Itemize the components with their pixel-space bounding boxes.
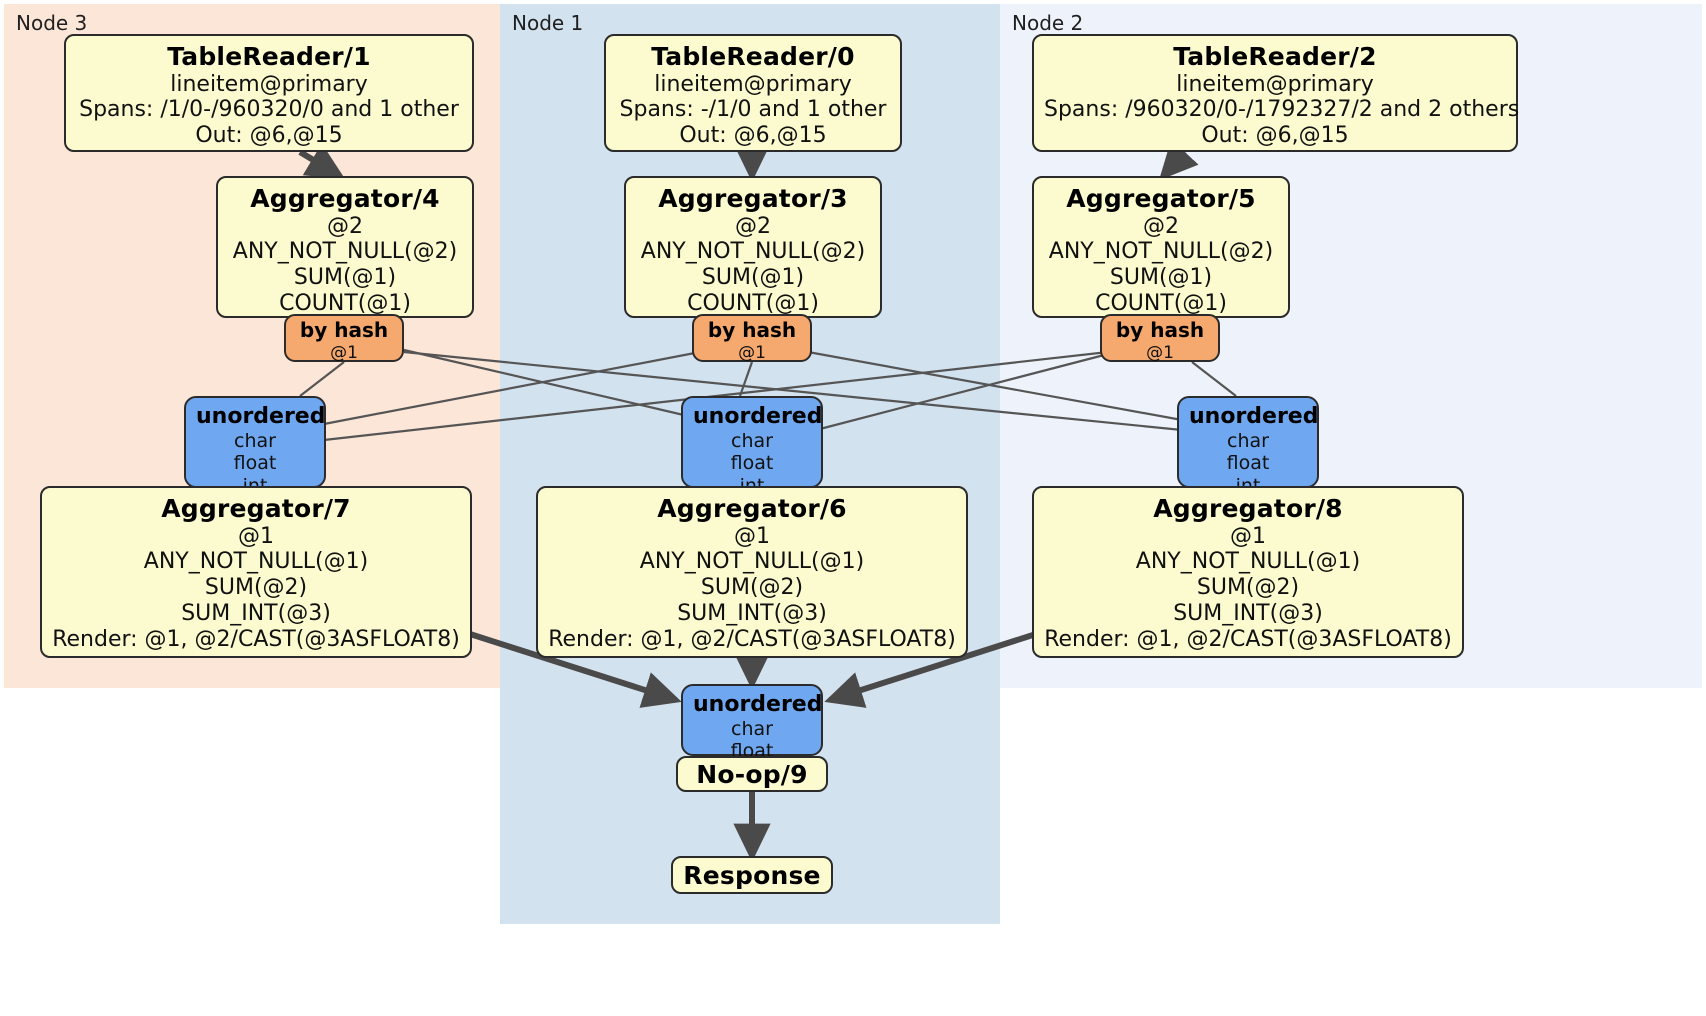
processor-aggregator-5[interactable]: Aggregator/5 @2 ANY_NOT_NULL(@2) SUM(@1)… [1032, 176, 1290, 318]
router-title: unordered [693, 404, 823, 429]
processor-render: Render: @1, @2/CAST(@3ASFLOAT8) [548, 627, 956, 653]
processor-title: TableReader/2 [1173, 42, 1377, 71]
router-type: char [234, 429, 276, 452]
hash-router-title: by hash [707, 318, 797, 342]
processor-detail: ANY_NOT_NULL(@2) [640, 239, 866, 265]
processor-response[interactable]: Response [671, 856, 833, 894]
processor-title: TableReader/0 [651, 42, 855, 71]
processor-aggregator-6[interactable]: Aggregator/6 @1 ANY_NOT_NULL(@1) SUM(@2)… [536, 486, 968, 658]
processor-detail: @2 [1143, 213, 1179, 239]
processor-detail: SUM(@2) [1196, 575, 1300, 601]
processor-detail: Spans: /1/0-/960320/0 and 1 other [79, 97, 459, 123]
processor-detail: SUM(@1) [1109, 265, 1213, 291]
router-title: unordered [693, 692, 823, 717]
router-type: char [731, 429, 773, 452]
processor-detail: @2 [327, 213, 363, 239]
processor-title: Aggregator/4 [250, 184, 440, 213]
sync-router-unordered-final[interactable]: unordered char float [681, 684, 823, 762]
node-panel-label: Node 2 [1012, 11, 1084, 35]
hash-router-aggregator-4[interactable]: by hash @1 [284, 314, 404, 363]
processor-detail: lineitem@primary [1176, 71, 1374, 97]
processor-detail: SUM_INT(@3) [181, 601, 331, 627]
processor-title: No-op/9 [696, 760, 808, 789]
node-panel-label: Node 1 [512, 11, 584, 35]
router-type: char [731, 717, 773, 740]
processor-detail: ANY_NOT_NULL(@1) [1135, 549, 1361, 575]
processor-title: Aggregator/5 [1066, 184, 1256, 213]
processor-aggregator-3[interactable]: Aggregator/3 @2 ANY_NOT_NULL(@2) SUM(@1)… [624, 176, 882, 318]
hash-router-column: @1 [330, 342, 358, 363]
processor-detail: SUM_INT(@3) [1173, 601, 1323, 627]
processor-tablereader-1[interactable]: TableReader/1 lineitem@primary Spans: /1… [64, 34, 474, 152]
processor-detail: @1 [1230, 523, 1266, 549]
router-title: unordered [196, 404, 326, 429]
processor-tablereader-0[interactable]: TableReader/0 lineitem@primary Spans: -/… [604, 34, 902, 152]
hash-router-title: by hash [1115, 318, 1205, 342]
processor-detail: COUNT(@1) [1095, 291, 1227, 317]
processor-detail: @1 [734, 523, 770, 549]
processor-detail: SUM(@1) [293, 265, 397, 291]
processor-detail: ANY_NOT_NULL(@2) [232, 239, 458, 265]
processor-detail: SUM_INT(@3) [677, 601, 827, 627]
processor-detail: COUNT(@1) [279, 291, 411, 317]
router-title: unordered [1189, 404, 1319, 429]
processor-title: Aggregator/3 [658, 184, 848, 213]
processor-detail: ANY_NOT_NULL(@1) [639, 549, 865, 575]
processor-title: Response [683, 861, 821, 890]
hash-router-aggregator-5[interactable]: by hash @1 [1100, 314, 1220, 363]
processor-detail: lineitem@primary [170, 71, 368, 97]
processor-detail: @1 [238, 523, 274, 549]
processor-detail: Out: @6,@15 [195, 123, 343, 149]
processor-detail: lineitem@primary [654, 71, 852, 97]
processor-render: Render: @1, @2/CAST(@3ASFLOAT8) [52, 627, 460, 653]
processor-title: Aggregator/6 [657, 494, 847, 523]
processor-detail: ANY_NOT_NULL(@1) [143, 549, 369, 575]
processor-aggregator-4[interactable]: Aggregator/4 @2 ANY_NOT_NULL(@2) SUM(@1)… [216, 176, 474, 318]
processor-detail: Spans: /960320/0-/1792327/2 and 2 others [1044, 97, 1520, 123]
processor-detail: ANY_NOT_NULL(@2) [1048, 239, 1274, 265]
hash-router-column: @1 [738, 342, 766, 363]
processor-aggregator-8[interactable]: Aggregator/8 @1 ANY_NOT_NULL(@1) SUM(@2)… [1032, 486, 1464, 658]
processor-detail: Spans: -/1/0 and 1 other [619, 97, 887, 123]
router-type: float [730, 452, 774, 475]
hash-router-aggregator-3[interactable]: by hash @1 [692, 314, 812, 363]
hash-router-column: @1 [1146, 342, 1174, 363]
processor-render: Render: @1, @2/CAST(@3ASFLOAT8) [1044, 627, 1452, 653]
processor-detail: Out: @6,@15 [679, 123, 827, 149]
node-panel-label: Node 3 [16, 11, 88, 35]
processor-title: Aggregator/8 [1153, 494, 1343, 523]
sync-router-unordered-right[interactable]: unordered char float int [1177, 396, 1319, 497]
processor-detail: SUM(@1) [701, 265, 805, 291]
processor-detail: Out: @6,@15 [1201, 123, 1349, 149]
processor-detail: SUM(@2) [700, 575, 804, 601]
router-type: float [1226, 452, 1270, 475]
processor-tablereader-2[interactable]: TableReader/2 lineitem@primary Spans: /9… [1032, 34, 1520, 152]
router-type: char [1227, 429, 1269, 452]
processor-aggregator-7[interactable]: Aggregator/7 @1 ANY_NOT_NULL(@1) SUM(@2)… [40, 486, 472, 658]
processor-title: TableReader/1 [167, 42, 371, 71]
processor-detail: @2 [735, 213, 771, 239]
router-type: float [233, 452, 277, 475]
processor-detail: COUNT(@1) [687, 291, 819, 317]
hash-router-title: by hash [299, 318, 389, 342]
sync-router-unordered-mid[interactable]: unordered char float int [681, 396, 823, 497]
sync-router-unordered-left[interactable]: unordered char float int [184, 396, 326, 497]
processor-title: Aggregator/7 [161, 494, 351, 523]
processor-noop-9[interactable]: No-op/9 [676, 756, 828, 792]
processor-detail: SUM(@2) [204, 575, 308, 601]
